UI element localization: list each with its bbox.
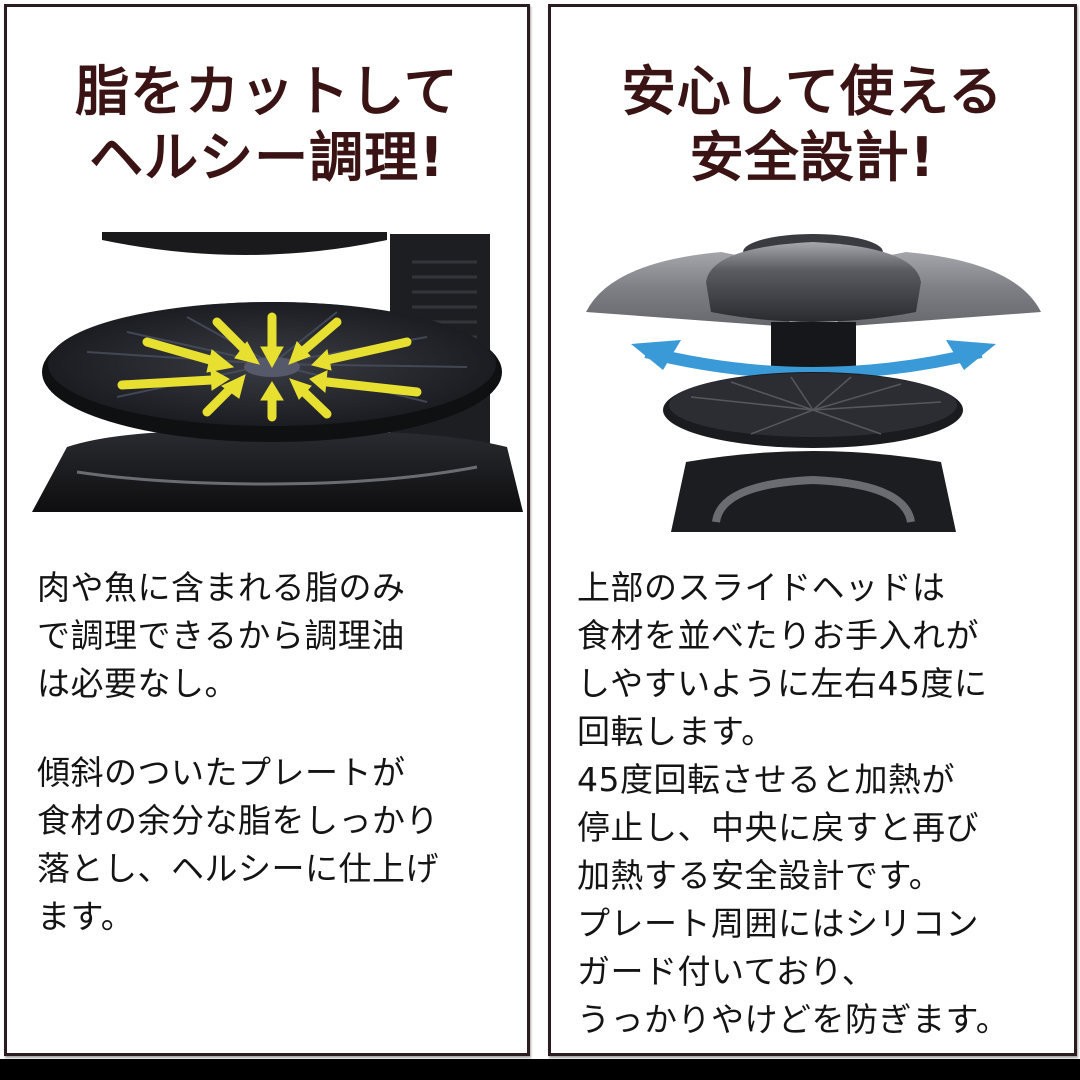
text-line: 加熱する安全設計です。	[577, 856, 943, 895]
panel-safety-design: 安心して使える 安全設計!	[548, 4, 1077, 1056]
text-line: 食材の余分な脂をしっかり	[37, 801, 439, 840]
text-line: 食材を並べたりお手入れが	[577, 616, 979, 655]
text-line: は必要なし。	[37, 664, 238, 703]
text-line: ます。	[37, 897, 135, 936]
text-line: 45度回転させると加熱が	[577, 760, 955, 799]
text-line: プレート周囲にはシリコン	[577, 904, 979, 943]
text-line: 落とし、ヘルシーに仕上げ	[37, 849, 439, 888]
rotating-grill-icon	[586, 234, 1041, 532]
bottom-black-bar	[0, 1059, 1080, 1080]
panel-title: 安心して使える 安全設計!	[551, 59, 1074, 191]
panel-healthy-cooking: 脂をカットして ヘルシー調理!	[4, 4, 530, 1056]
text-line: 停止し、中央に戻すと再び	[577, 808, 979, 847]
text-line: 回転します。	[577, 712, 775, 751]
grill-plate-icon	[32, 232, 523, 512]
panel-title: 脂をカットして ヘルシー調理!	[7, 59, 527, 191]
text-line: しやすいように左右45度に	[577, 664, 988, 703]
description-healthy: 肉や魚に含まれる脂のみ で調理できるから調理油 は必要なし。 傾斜のついたプレー…	[37, 564, 517, 941]
description-safety: 上部のスライドヘッドは 食材を並べたりお手入れが しやすいように左右45度に 回…	[577, 564, 1064, 1044]
title-line: ヘルシー調理!	[89, 126, 445, 189]
rotating-head-image	[551, 222, 1074, 532]
text-line: で調理できるから調理油	[37, 616, 405, 655]
title-line: 安全設計!	[689, 126, 936, 189]
text-line: うっかりやけどを防ぎます。	[577, 1000, 1010, 1039]
text-line: 傾斜のついたプレートが	[37, 753, 406, 792]
title-line: 安心して使える	[621, 60, 1004, 123]
grill-plate-image	[7, 222, 527, 532]
title-line: 脂をカットして	[75, 60, 459, 123]
text-line: 上部のスライドヘッドは	[577, 568, 946, 607]
text-line: 肉や魚に含まれる脂のみ	[37, 568, 406, 607]
text-line: ガード付いており、	[577, 952, 876, 991]
